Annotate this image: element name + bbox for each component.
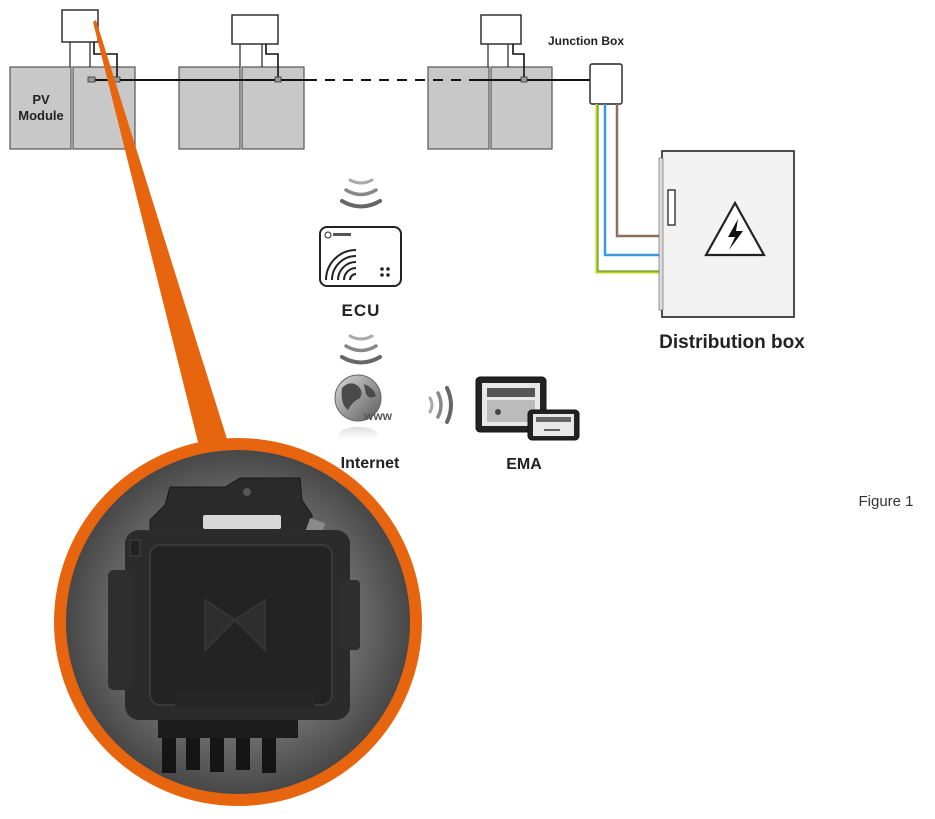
high-voltage-warning-icon xyxy=(704,200,766,257)
microinverter-box xyxy=(61,9,99,43)
wireless-signal-icon xyxy=(340,334,382,365)
pv-module-label: Module xyxy=(18,108,64,123)
pv-module-group-3 xyxy=(427,14,553,150)
microinverter-box xyxy=(480,14,522,45)
microinverter-box xyxy=(231,14,279,45)
ema-label: EMA xyxy=(506,456,542,473)
ecu-signal-icon xyxy=(325,249,357,281)
pv-module-group-2 xyxy=(178,14,305,150)
microinverter-photo xyxy=(108,477,360,773)
ac-trunk-cable xyxy=(87,76,592,83)
microinverter-callout xyxy=(54,438,422,806)
pv-module-label: PV xyxy=(32,92,50,107)
door-handle xyxy=(667,189,676,226)
wireless-signal-icon xyxy=(428,386,453,424)
distribution-box xyxy=(658,150,795,318)
ecu-device xyxy=(319,226,402,287)
ecu-label: ECU xyxy=(342,301,381,320)
globe-icon xyxy=(334,374,382,443)
pv-module xyxy=(9,66,72,150)
wireless-signal-icon xyxy=(340,178,382,209)
distribution-box-label: Distribution box xyxy=(659,332,805,353)
figure-caption: Figure 1 xyxy=(858,493,913,510)
ac-wires xyxy=(595,104,662,274)
junction-box xyxy=(589,63,623,105)
www-label: www xyxy=(363,409,393,423)
ema-devices xyxy=(475,376,580,441)
internet-label: Internet xyxy=(341,455,400,472)
callout-pointer xyxy=(93,20,232,458)
junction-box-label: Junction Box xyxy=(548,34,624,48)
